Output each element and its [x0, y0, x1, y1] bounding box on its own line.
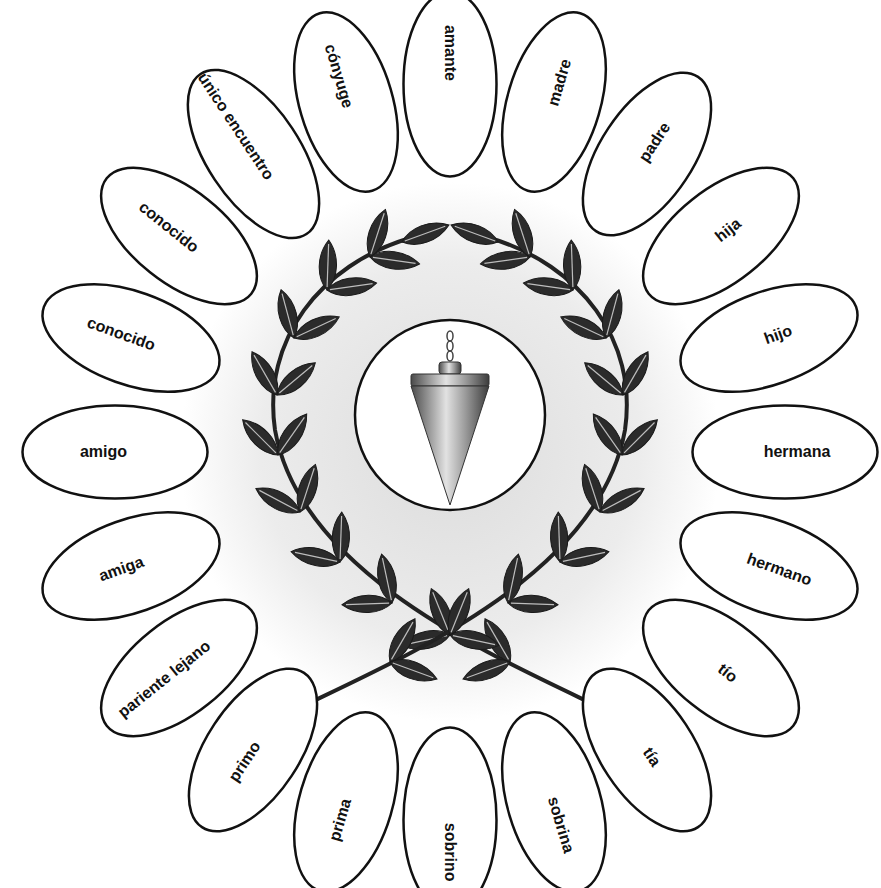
relation-label: amigo: [79, 443, 126, 461]
relation-ellipse: amigo: [21, 404, 209, 500]
pendulum-medallion: [355, 320, 545, 510]
relation-ellipse: sobrino: [402, 726, 498, 888]
relation-label: hermana: [764, 443, 831, 461]
relation-label: sobrino: [441, 823, 459, 882]
background-shade: [180, 182, 720, 722]
relation-ellipse: amante: [402, 0, 498, 178]
laurel-branch: [305, 207, 663, 705]
relation-ellipse: hermana: [691, 404, 879, 500]
relation-label: amante: [441, 25, 459, 81]
